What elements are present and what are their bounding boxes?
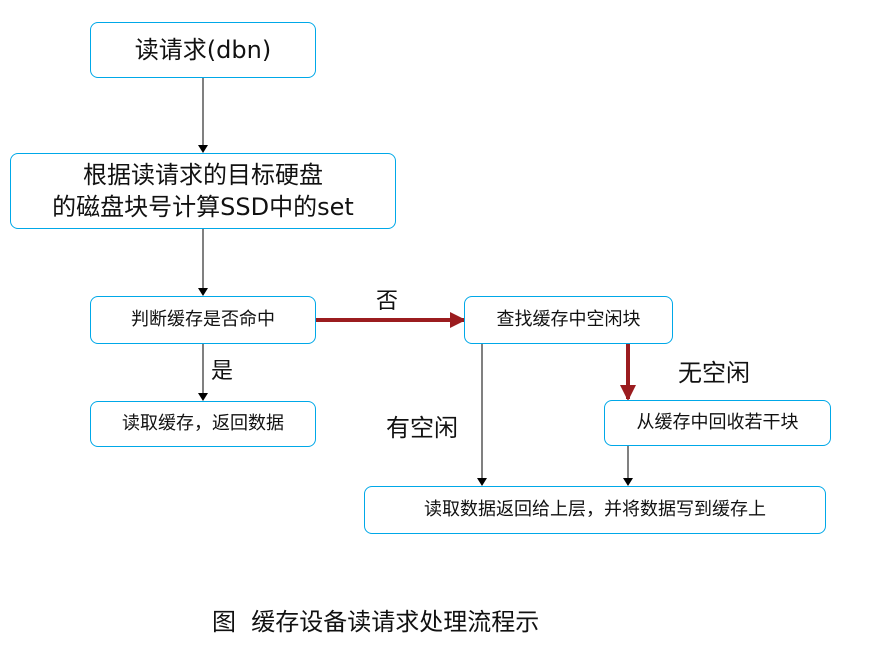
node-label-line1: 根据读请求的目标硬盘 <box>83 160 323 189</box>
edge-label-yes: 是 <box>211 359 234 384</box>
node-label: 从缓存中回收若干块 <box>636 411 799 433</box>
node-read-cache: 读取缓存，返回数据 <box>90 401 316 447</box>
node-label: 判断缓存是否命中 <box>131 308 275 330</box>
node-read-request: 读请求(dbn) <box>90 22 316 78</box>
node-find-free: 查找缓存中空闲块 <box>464 296 673 344</box>
edge-label-has-free: 有空闲 <box>386 414 458 442</box>
node-reclaim: 从缓存中回收若干块 <box>604 400 831 446</box>
node-label-line2: 的磁盘块号计算SSD中的set <box>52 193 354 221</box>
node-label: 读取数据返回给上层，并将数据写到缓存上 <box>424 498 766 520</box>
node-label: 读请求(dbn) <box>134 35 272 64</box>
edge-label-no-free: 无空闲 <box>678 359 750 387</box>
figure-caption: 图 缓存设备读请求处理流程示 <box>212 608 540 636</box>
edge-label-no: 否 <box>376 289 399 314</box>
node-label: 读取缓存，返回数据 <box>122 412 284 434</box>
node-read-write: 读取数据返回给上层，并将数据写到缓存上 <box>364 486 826 534</box>
node-check-hit: 判断缓存是否命中 <box>90 296 316 344</box>
node-label: 查找缓存中空闲块 <box>496 308 641 330</box>
node-compute-set: 根据读请求的目标硬盘 的磁盘块号计算SSD中的set <box>10 153 396 229</box>
